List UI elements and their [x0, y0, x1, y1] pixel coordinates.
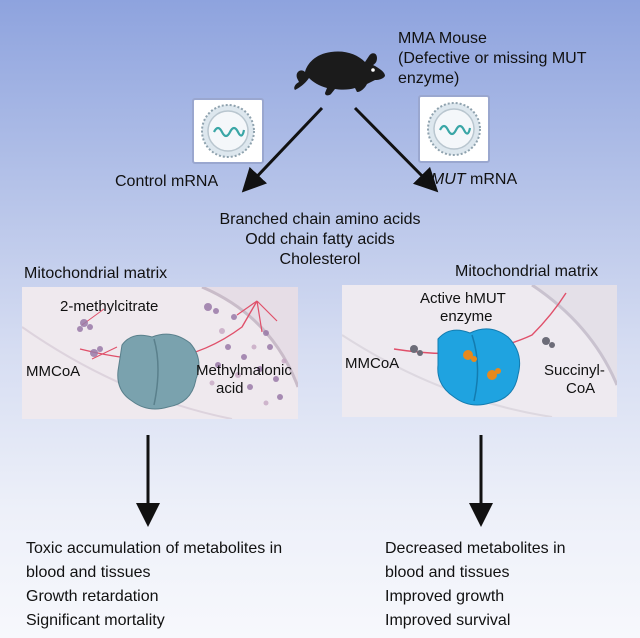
- left-outcome-4: Significant mortality: [26, 612, 165, 629]
- branch-arrows: [241, 106, 439, 193]
- left-outcome-1: Toxic accumulation of metabolites in: [26, 540, 283, 557]
- control-lnp-box: [192, 98, 264, 164]
- active-mut-enzyme: [437, 328, 521, 406]
- left-compartment-label: Mitochondrial matrix: [24, 265, 168, 282]
- label-right-mmcoa: MMCoA: [345, 355, 400, 372]
- lipid-nanoparticle-icon: [201, 104, 255, 158]
- label-enzyme-line2: enzyme: [440, 308, 493, 325]
- mouse-label-line3: enzyme): [398, 70, 460, 87]
- right-mito-panel: [342, 285, 617, 417]
- left-outcome-2: blood and tissues: [26, 564, 151, 581]
- hmut-lnp-box: [418, 95, 490, 163]
- substrate-1: Branched chain amino acids: [219, 211, 421, 228]
- substrate-3: Cholesterol: [279, 251, 361, 268]
- right-outcome-2: blood and tissues: [385, 564, 510, 581]
- label-mma-line2: acid: [216, 380, 244, 397]
- label-left-mmcoa: MMCoA: [26, 363, 81, 380]
- lipid-nanoparticle-icon: [427, 102, 481, 156]
- inactive-mut-enzyme: [117, 333, 200, 410]
- right-outcome-3: Improved growth: [385, 588, 505, 605]
- mrna-strand-icon: [213, 126, 246, 138]
- control-mrna-label: Control mRNA: [115, 173, 219, 190]
- label-enzyme-line1: Active hMUT: [420, 290, 506, 307]
- right-outcome-4: Improved survival: [385, 612, 511, 629]
- hmut-mrna-italic: hMUT: [422, 171, 466, 188]
- hmut-mrna-rest: mRNA: [465, 171, 518, 188]
- down-arrows: [136, 435, 493, 527]
- label-mma-line1: Methylmalonic: [196, 362, 292, 379]
- left-outcome-3: Growth retardation: [26, 588, 159, 605]
- label-product-line2: CoA: [566, 380, 596, 397]
- mouse-label-line2: (Defective or missing MUT: [398, 50, 587, 67]
- substrate-2: Odd chain fatty acids: [245, 231, 395, 248]
- mouse-label-line1: MMA Mouse: [398, 30, 487, 47]
- arrow-to-hmut: [353, 106, 439, 193]
- right-outcome-1: Decreased metabolites in: [385, 540, 566, 557]
- label-2-methylcitrate: 2-methylcitrate: [60, 298, 159, 315]
- mrna-strand-icon: [439, 124, 472, 136]
- cofactor-marks: [463, 350, 501, 380]
- hmut-mrna-label: hMUT mRNA: [422, 170, 517, 190]
- label-product-line1: Succinyl-: [544, 362, 605, 379]
- right-compartment-label: Mitochondrial matrix: [455, 263, 599, 280]
- arrow-to-control: [241, 106, 324, 193]
- left-mito-panel: [22, 287, 298, 419]
- toxic-metabolites: [77, 303, 283, 400]
- mouse-icon: [294, 51, 385, 96]
